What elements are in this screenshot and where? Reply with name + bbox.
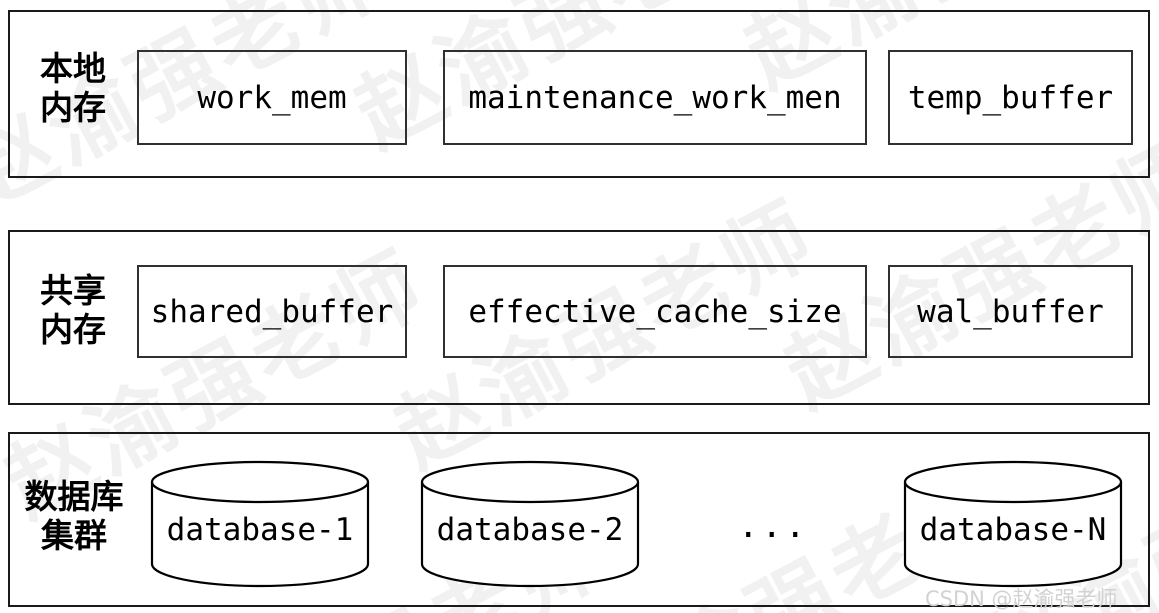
cylinder-shape-icon: [903, 460, 1123, 588]
param-box-maintenance-work-men[interactable]: maintenance_work_men: [443, 50, 867, 145]
cylinder-shape-icon: [150, 460, 370, 588]
database-cylinder-n[interactable]: database-N: [903, 460, 1123, 588]
database-label-2: database-2: [436, 512, 624, 548]
param-label-maintenance-work-men: maintenance_work_men: [468, 79, 842, 116]
database-label-1: database-1: [166, 512, 354, 548]
param-box-wal-buffer[interactable]: wal_buffer: [888, 265, 1133, 358]
param-box-temp-buffer[interactable]: temp_buffer: [888, 50, 1133, 145]
section-database-cluster: [8, 432, 1150, 607]
section-label-shared-memory: 共享 内存: [40, 271, 106, 349]
section-label-local-memory: 本地 内存: [40, 49, 106, 127]
cylinder-shape-icon: [420, 460, 640, 588]
param-label-effective-cache-size: effective_cache_size: [468, 293, 842, 330]
param-box-shared-buffer[interactable]: shared_buffer: [137, 265, 407, 358]
section-label-database-cluster: 数据库 集群: [24, 477, 124, 555]
param-label-temp-buffer: temp_buffer: [907, 79, 1114, 116]
section-shared-memory: [8, 230, 1150, 405]
param-box-work-mem[interactable]: work_mem: [137, 50, 407, 145]
database-ellipsis: ...: [738, 506, 809, 546]
database-label-n: database-N: [919, 512, 1107, 548]
param-label-shared-buffer: shared_buffer: [150, 293, 394, 330]
param-label-wal-buffer: wal_buffer: [917, 293, 1104, 330]
database-cylinder-2[interactable]: database-2: [420, 460, 640, 588]
param-label-work-mem: work_mem: [197, 79, 347, 116]
database-cylinder-1[interactable]: database-1: [150, 460, 370, 588]
param-box-effective-cache-size[interactable]: effective_cache_size: [443, 265, 867, 358]
csdn-watermark: CSDN @赵渝强老师: [925, 587, 1118, 611]
section-local-memory: [8, 10, 1150, 178]
